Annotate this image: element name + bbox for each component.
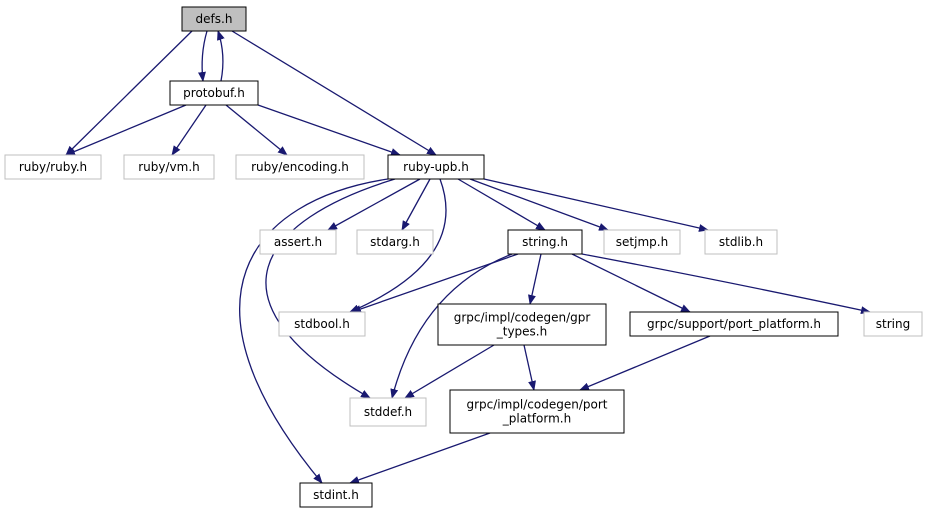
- node-stdint-h[interactable]: stdint.h: [299, 482, 373, 508]
- node-label: stdint.h: [313, 488, 359, 502]
- node-ruby-ruby-h[interactable]: ruby/ruby.h: [4, 154, 102, 180]
- node-label: ruby/encoding.h: [251, 160, 349, 174]
- node-codegen-port-platform-h[interactable]: grpc/impl/codegen/port _platform.h: [449, 389, 625, 434]
- node-label: assert.h: [274, 235, 322, 249]
- node-ruby-upb-h[interactable]: ruby-upb.h: [387, 154, 485, 180]
- node-label: stdbool.h: [294, 317, 350, 331]
- node-assert-h[interactable]: assert.h: [259, 229, 337, 255]
- edge-ruby_upb-to-stdarg: [401, 178, 431, 231]
- node-label-line-2: _types.h: [496, 325, 547, 339]
- node-label: defs.h: [196, 12, 233, 26]
- node-gpr-types-h[interactable]: grpc/impl/codegen/gpr _types.h: [437, 303, 607, 346]
- node-label: stdlib.h: [719, 235, 763, 249]
- node-label: string.h: [522, 235, 568, 249]
- node-label: stdarg.h: [370, 235, 420, 249]
- node-label-line-1: grpc/impl/codegen/gpr: [454, 311, 591, 325]
- edge-string_h-to-gpr_types: [528, 253, 542, 305]
- edge-defs-to-ruby_upb: [231, 30, 437, 156]
- node-stdarg-h[interactable]: stdarg.h: [356, 229, 434, 255]
- edge-codegen_port-to-stdint: [349, 432, 491, 484]
- edge-protobuf-to-ruby_encoding: [225, 104, 288, 156]
- edge-protobuf-to-defs: [217, 30, 225, 82]
- edge-string_h-to-stddef: [390, 253, 513, 399]
- node-stddef-h[interactable]: stddef.h: [349, 397, 427, 427]
- edge-defs-to-ruby_ruby: [65, 30, 193, 156]
- edge-gpr_types-to-codegen_port: [523, 344, 536, 391]
- node-setjmp-h[interactable]: setjmp.h: [603, 229, 681, 255]
- node-support-port-platform-h[interactable]: grpc/support/port_platform.h: [629, 311, 839, 337]
- node-string[interactable]: string: [863, 311, 923, 337]
- node-string-h[interactable]: string.h: [507, 229, 583, 255]
- edge-protobuf-to-ruby_vm: [171, 104, 207, 156]
- edge-defs-to-protobuf: [197, 30, 208, 82]
- node-label: string: [876, 317, 910, 331]
- node-label: grpc/support/port_platform.h: [647, 317, 821, 331]
- node-defs-h[interactable]: defs.h: [181, 6, 247, 32]
- node-ruby-encoding-h[interactable]: ruby/encoding.h: [235, 154, 365, 180]
- edge-ruby_upb-to-setjmp: [469, 178, 609, 231]
- node-ruby-vm-h[interactable]: ruby/vm.h: [123, 154, 215, 180]
- node-label: protobuf.h: [183, 86, 245, 100]
- node-label: setjmp.h: [616, 235, 668, 249]
- edge-ruby_upb-to-stdint: [239, 178, 389, 484]
- edge-string_h-to-string: [581, 253, 871, 315]
- edge-string_h-to-port_platform: [571, 253, 691, 313]
- node-label: ruby-upb.h: [403, 160, 469, 174]
- node-label-line-2: _platform.h: [502, 412, 571, 426]
- edge-protobuf-to-ruby_upb: [257, 104, 401, 156]
- node-label-line-1: grpc/impl/codegen/port: [466, 398, 607, 412]
- node-protobuf-h[interactable]: protobuf.h: [169, 80, 259, 106]
- edge-protobuf-to-ruby_ruby: [65, 104, 187, 156]
- edge-port_platform-to-codegen_port: [579, 335, 711, 391]
- node-label: ruby/ruby.h: [19, 160, 87, 174]
- node-stdbool-h[interactable]: stdbool.h: [278, 311, 366, 337]
- edge-ruby_upb-to-stddef: [265, 178, 396, 399]
- edge-ruby_upb-to-stdlib: [483, 178, 709, 232]
- edge-ruby_upb-to-string_h: [457, 178, 546, 231]
- edge-ruby_upb-to-assert: [327, 178, 421, 231]
- node-stdlib-h[interactable]: stdlib.h: [704, 229, 778, 255]
- nodes-layer: defs.h protobuf.h ruby/ruby.h ruby/vm.h …: [4, 6, 923, 508]
- node-label: ruby/vm.h: [138, 160, 200, 174]
- node-label: stddef.h: [364, 405, 412, 419]
- edge-gpr_types-to-stddef: [404, 344, 495, 399]
